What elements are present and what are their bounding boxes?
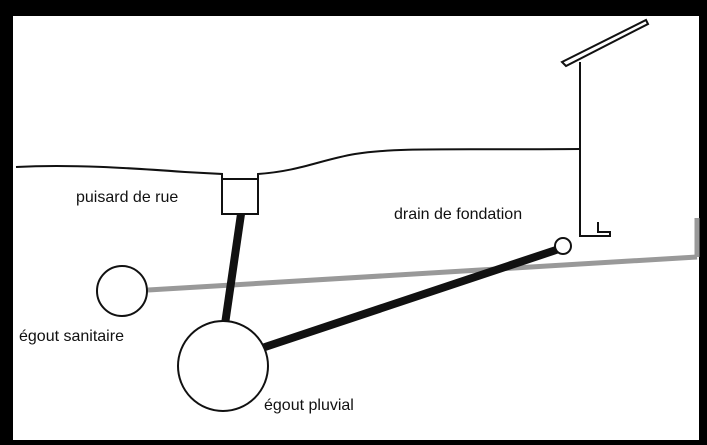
frame-inner bbox=[13, 16, 699, 440]
foundation-drain-label: drain de fondation bbox=[394, 206, 523, 223]
sanitary-sewer-label: égout sanitaire bbox=[19, 328, 124, 345]
foundation-drain-pipe bbox=[260, 245, 561, 352]
house-footing bbox=[579, 222, 611, 237]
house-roof bbox=[560, 18, 650, 68]
sanitary-pipe bbox=[147, 254, 698, 293]
ground-line bbox=[15, 148, 581, 180]
street-catch-basin-label: puisard de rue bbox=[76, 189, 179, 206]
storm-sewer-circle bbox=[177, 320, 269, 412]
foundation-drain bbox=[554, 237, 572, 255]
sanitary-sewer-circle bbox=[96, 265, 148, 317]
catch-basin-lateral bbox=[220, 213, 245, 332]
storm-sewer-label: égout pluvial bbox=[264, 397, 354, 414]
